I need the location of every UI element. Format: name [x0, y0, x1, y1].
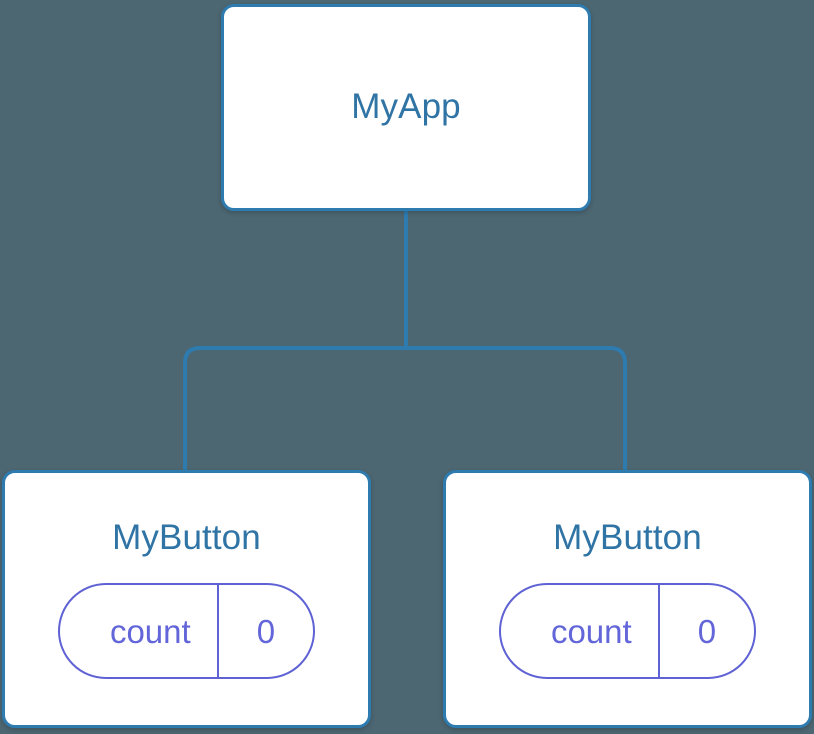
- tree-node-child-1[interactable]: MyButton count 0: [443, 470, 812, 728]
- state-pill[interactable]: count 0: [498, 583, 757, 680]
- connector-branch-right: [406, 346, 627, 474]
- node-title: MyButton: [553, 517, 702, 557]
- connector-branch-left: [183, 346, 406, 474]
- tree-node-child-0[interactable]: MyButton count 0: [2, 470, 371, 728]
- state-key: count: [550, 612, 632, 650]
- state-pill[interactable]: count 0: [57, 583, 316, 680]
- node-title: MyApp: [351, 87, 461, 127]
- state-value: 0: [657, 585, 754, 678]
- state-key: count: [109, 612, 191, 650]
- node-title: MyButton: [112, 517, 261, 557]
- tree-node-root[interactable]: MyApp: [221, 4, 591, 211]
- state-value: 0: [216, 585, 313, 678]
